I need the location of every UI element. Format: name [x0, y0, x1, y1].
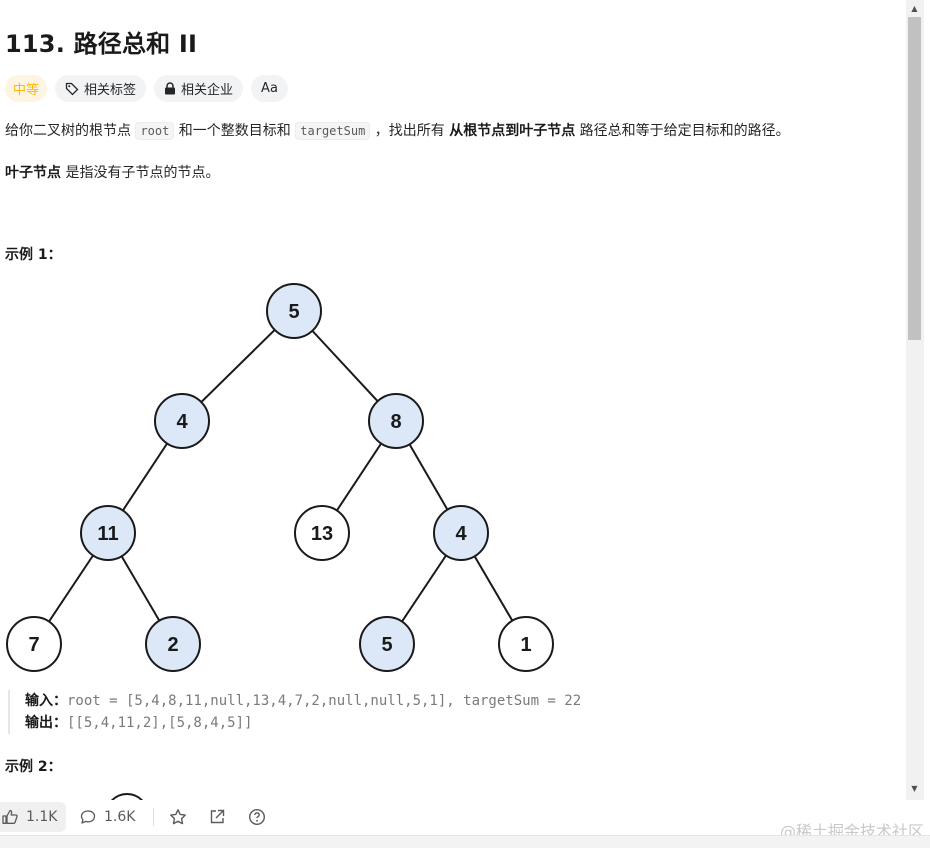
scroll-down-arrow-icon[interactable]: ▼	[911, 784, 918, 793]
input-label: 输入：	[25, 693, 67, 709]
tree-node: 11	[80, 505, 136, 561]
like-button[interactable]: 1.1K	[0, 802, 66, 832]
related-tags-label: 相关标签	[84, 83, 137, 98]
example-1-io: 输入：root = [5,4,8,11,null,13,4,7,2,null,n…	[8, 690, 581, 734]
output-value: [[5,4,11,2],[5,8,4,5]]	[67, 715, 253, 731]
tree-node: 8	[368, 393, 424, 449]
comments-button[interactable]: 1.6K	[80, 802, 135, 832]
question-icon	[248, 808, 266, 826]
tree-node: 4	[154, 393, 210, 449]
font-size-button[interactable]: Aa	[251, 75, 288, 102]
svg-text:13: 13	[311, 523, 333, 545]
svg-text:4: 4	[176, 411, 188, 433]
thumbs-up-icon	[2, 809, 18, 824]
svg-text:2: 2	[167, 634, 178, 656]
comment-count: 1.6K	[104, 809, 136, 825]
svg-text:1: 1	[520, 634, 531, 656]
desc-text: ，找出所有	[370, 123, 450, 139]
related-tags-button[interactable]: 相关标签	[55, 75, 147, 102]
output-label: 输出：	[25, 715, 67, 731]
difficulty-badge[interactable]: 中等	[5, 75, 48, 102]
scrollbar-thumb[interactable]	[908, 17, 921, 340]
example-1-title: 示例 1：	[5, 247, 62, 263]
code-root: root	[135, 122, 175, 140]
tree-node: 4	[433, 505, 489, 561]
tree-node: 2	[145, 616, 201, 672]
star-icon	[170, 809, 186, 825]
related-companies-label: 相关企业	[181, 83, 234, 98]
problem-title: 113. 路径总和 II	[5, 30, 198, 58]
example-1-tree-diagram: 5 4 8 11 13 4 7 2 5 1	[6, 283, 554, 672]
tree-node: 1	[498, 616, 554, 672]
code-targetsum: targetSum	[295, 122, 371, 140]
toolbar-divider	[153, 808, 154, 826]
svg-text:7: 7	[28, 634, 39, 656]
bottom-toolbar: 1.1K 1.6K	[0, 800, 930, 835]
desc-text: 和一个整数目标和	[174, 123, 296, 139]
desc-text: 路径总和等于给定目标和的路径。	[575, 123, 790, 139]
svg-text:8: 8	[390, 411, 401, 433]
example-1-input: 输入：root = [5,4,8,11,null,13,4,7,2,null,n…	[25, 690, 581, 712]
example-1-output: 输出：[[5,4,11,2],[5,8,4,5]]	[25, 712, 581, 734]
desc-emphasis: 从根节点到叶子节点	[449, 123, 576, 139]
help-button[interactable]	[248, 802, 274, 832]
share-button[interactable]	[208, 802, 234, 832]
related-companies-button[interactable]: 相关企业	[154, 75, 244, 102]
like-count: 1.1K	[26, 809, 58, 825]
comment-icon	[80, 810, 96, 824]
tag-bar: 中等 相关标签 相关企业 Aa	[5, 75, 288, 102]
tree-node: 7	[6, 616, 62, 672]
svg-text:5: 5	[288, 301, 299, 323]
input-value: root = [5,4,8,11,null,13,4,7,2,null,null…	[67, 693, 582, 709]
tree-node: 5	[359, 616, 415, 672]
favorite-button[interactable]	[169, 802, 195, 832]
translate-icon: Aa	[261, 81, 278, 96]
example-2-title: 示例 2：	[5, 759, 62, 775]
bottom-strip	[0, 835, 930, 848]
share-icon	[210, 809, 225, 824]
tree-node: 5	[266, 283, 322, 339]
leaf-text: 是指没有子节点的节点。	[61, 165, 220, 181]
problem-description: 给你二叉树的根节点 root 和一个整数目标和 targetSum ，找出所有 …	[5, 120, 790, 142]
scroll-up-arrow-icon[interactable]: ▲	[911, 4, 918, 13]
leaf-definition: 叶子节点 是指没有子节点的节点。	[5, 162, 219, 184]
lock-icon	[165, 82, 176, 95]
tree-node: 13	[294, 505, 350, 561]
desc-text: 给你二叉树的根节点	[5, 123, 136, 139]
tag-icon	[65, 82, 79, 95]
leaf-term: 叶子节点	[5, 165, 61, 181]
svg-text:4: 4	[455, 523, 467, 545]
svg-text:5: 5	[381, 634, 392, 656]
problem-content: 113. 路径总和 II 中等 相关标签 相关企业 Aa 给你二叉树的根节点 r…	[5, 30, 790, 775]
svg-text:11: 11	[97, 523, 118, 545]
